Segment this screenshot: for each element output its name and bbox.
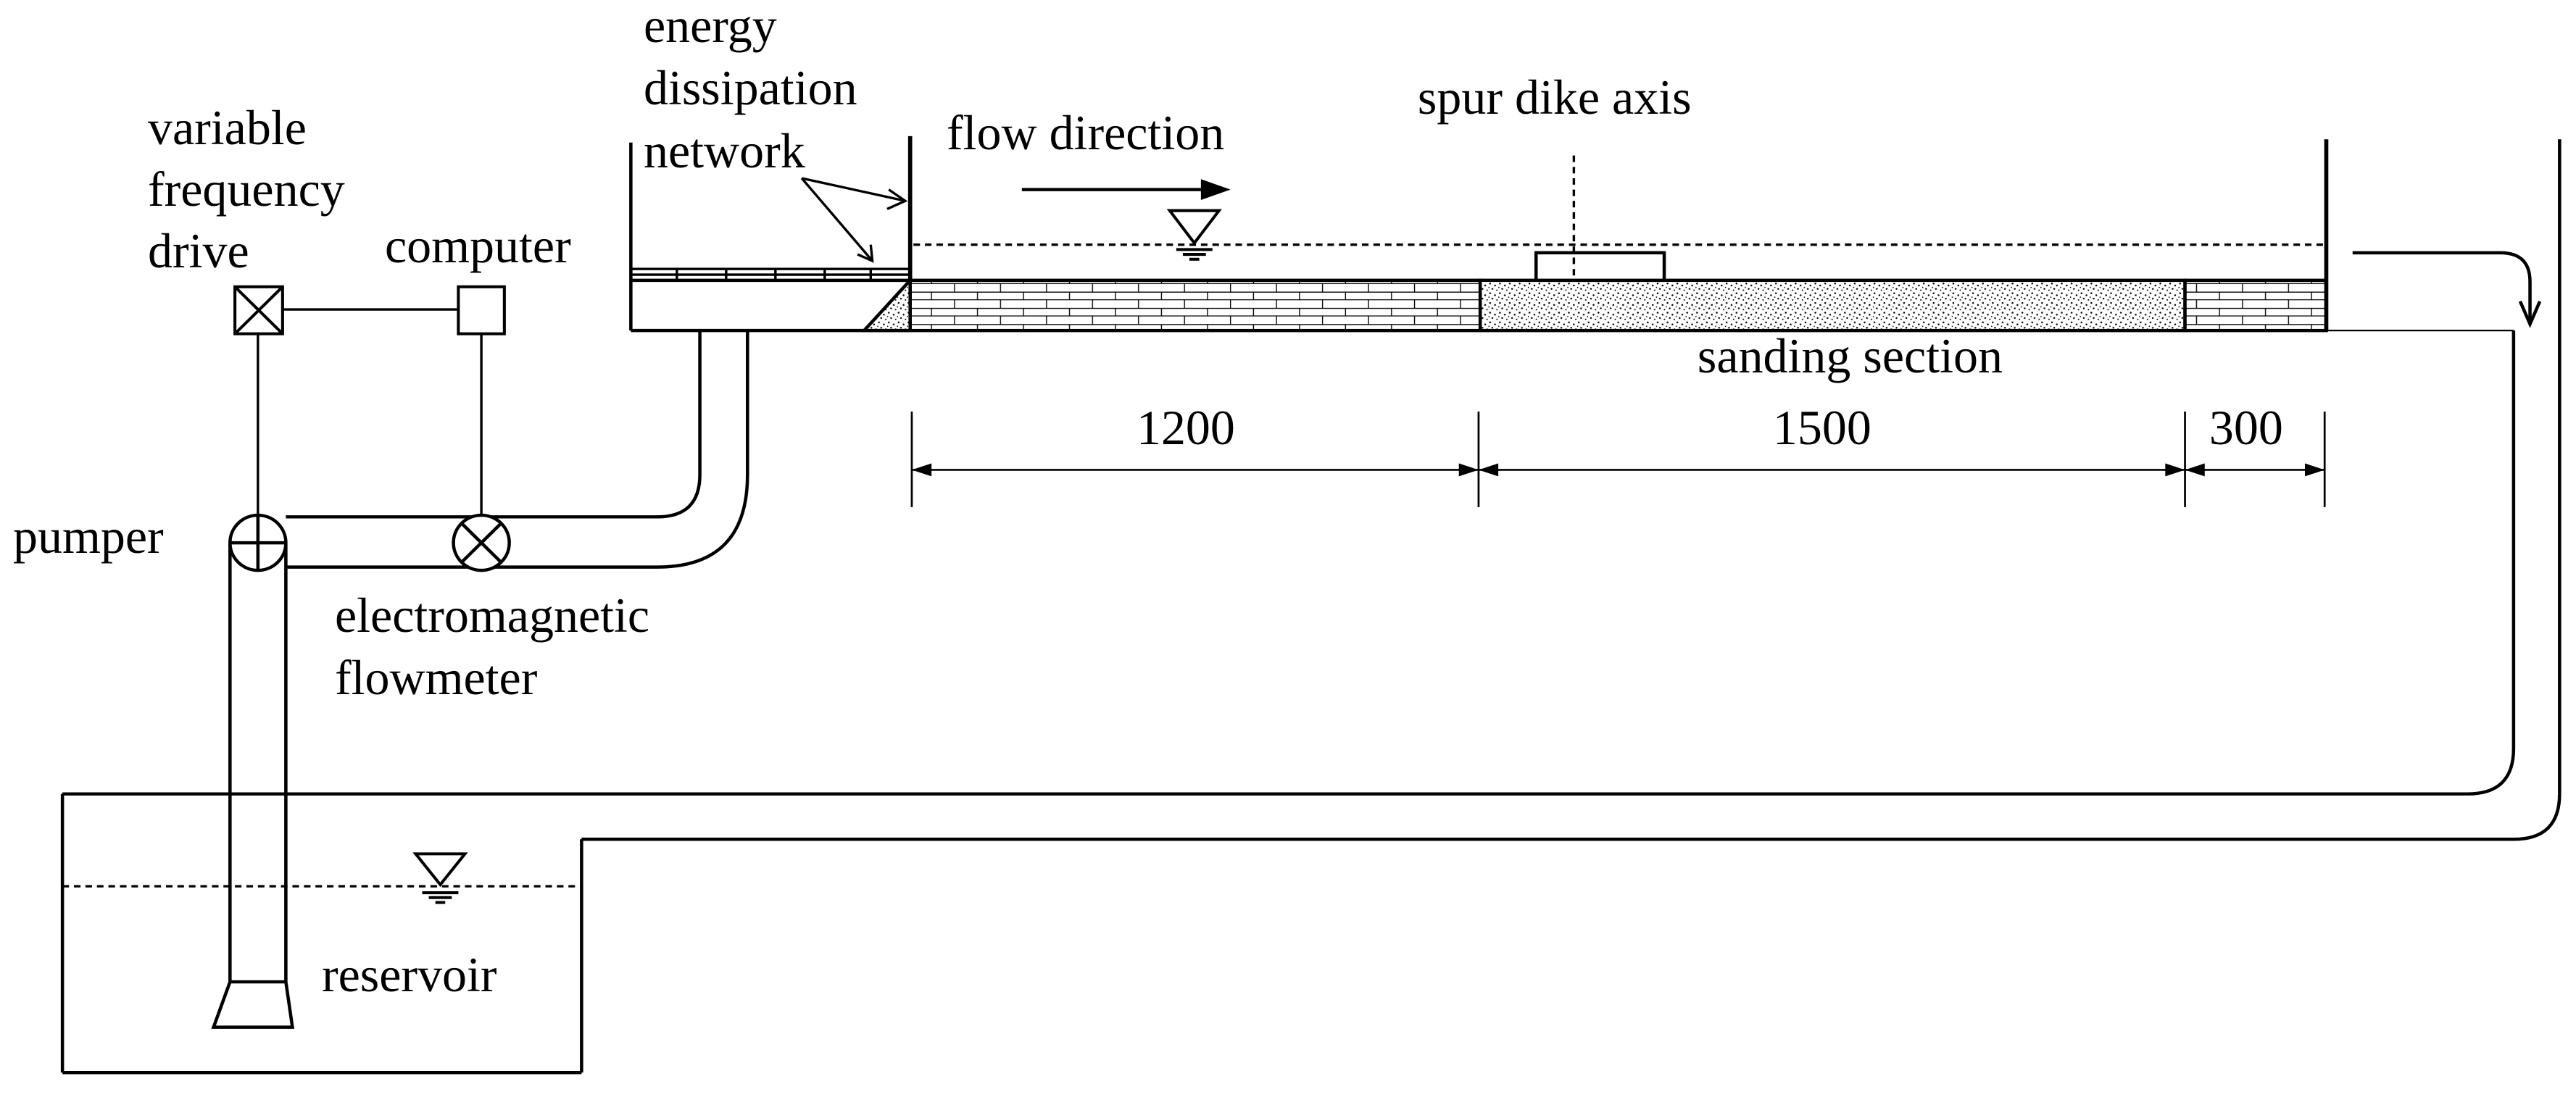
flow-direction-label: flow direction (947, 105, 1224, 160)
vfd-label-line2: frequency (148, 162, 345, 217)
energy-label-line3: network (644, 123, 805, 178)
reservoir-tank (60, 793, 583, 1075)
spur-dike (1534, 251, 1666, 283)
flume-bed (860, 276, 2514, 333)
delivery-pipe (286, 330, 749, 569)
square-icon (457, 285, 506, 335)
outfall-arrow (2352, 251, 2542, 328)
energy-label-line2: dissipation (644, 60, 857, 115)
energy-dissipation-network (631, 267, 910, 280)
pumper-label: pumper (13, 509, 164, 564)
energy-pointer-arrows (800, 177, 908, 263)
arrow-right-icon (1021, 179, 1231, 200)
energy-label-line1: energy (644, 0, 777, 53)
flowmeter-label-line2: flowmeter (335, 650, 538, 705)
return-channel (62, 139, 2562, 841)
dimension-1500: 1500 (1773, 400, 1871, 455)
flowmeter-label-line1: electromagnetic (335, 588, 649, 643)
dimension-300: 300 (2209, 400, 2283, 455)
water-level-triangle-icon (1166, 209, 1222, 261)
spur-dike-axis-label: spur dike axis (1418, 70, 1692, 125)
dimension-arrowheads (911, 463, 2325, 477)
sanding-section-label: sanding section (1698, 328, 2003, 383)
reservoir-label: reservoir (322, 947, 497, 1002)
vfd-label-line1: variable (148, 100, 307, 155)
vfd-label-line3: drive (148, 223, 249, 278)
control-wires (257, 308, 483, 516)
dimension-1200: 1200 (1137, 400, 1235, 455)
boxed-x-icon (233, 285, 284, 335)
circle-plus-icon (228, 513, 288, 572)
dimension-lines (910, 411, 2326, 507)
computer-label: computer (385, 218, 571, 273)
suction-pipe (211, 544, 295, 1029)
water-level-triangle-icon (412, 852, 468, 904)
circle-x-icon (452, 513, 511, 572)
